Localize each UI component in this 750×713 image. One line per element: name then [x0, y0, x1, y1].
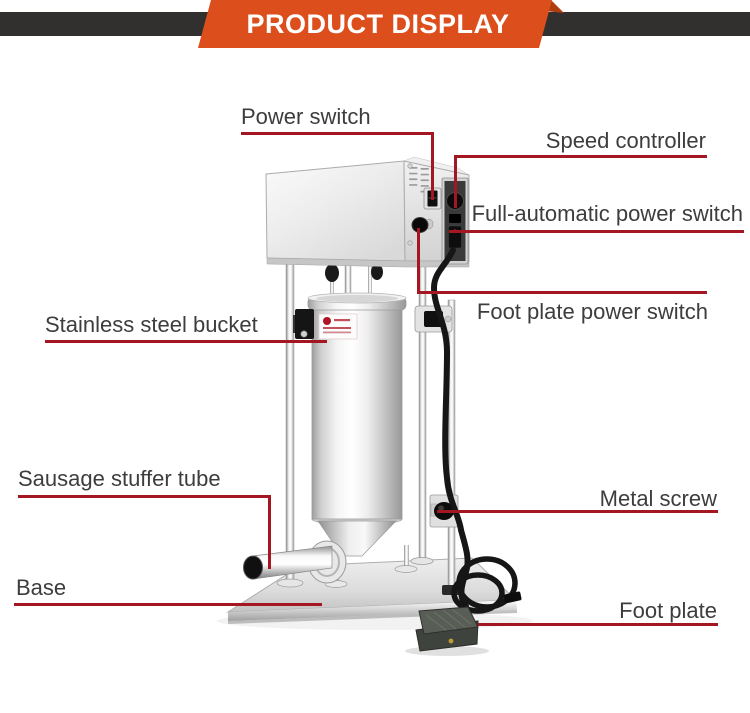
power-cable	[430, 247, 518, 614]
callout-line-power-switch-v	[431, 132, 434, 200]
banner-ribbon	[198, 0, 552, 48]
motor-box	[265, 156, 470, 268]
brand-sticker	[318, 313, 358, 340]
callout-line-metal-screw	[437, 510, 718, 513]
callout-line-stainless-bucket	[45, 340, 327, 343]
control-panel	[441, 177, 469, 265]
header-banner	[0, 0, 750, 48]
callout-line-base	[14, 603, 322, 606]
foot-plate-socket	[411, 217, 434, 233]
banner-title: PRODUCT DISPLAY	[246, 9, 510, 39]
callout-line-sausage-tube-v	[268, 495, 271, 569]
vent-slots	[409, 167, 429, 193]
callout-line-power-switch	[241, 132, 434, 135]
label-base: Base	[16, 575, 67, 600]
callout-line-sausage-tube	[18, 495, 271, 498]
foot-pedal	[405, 606, 489, 656]
label-power-switch: Power switch	[241, 104, 371, 129]
label-speed-controller: Speed controller	[545, 128, 706, 153]
callout-line-foot-plate-power	[417, 291, 707, 294]
callout-line-full-automatic	[449, 230, 744, 233]
label-stainless-steel-bucket: Stainless steel bucket	[45, 312, 258, 337]
callout-line-foot-plate	[478, 623, 718, 626]
tube-opening	[243, 555, 263, 580]
label-full-automatic-power-switch: Full-automatic power switch	[471, 201, 743, 226]
label-metal-screw: Metal screw	[599, 486, 717, 511]
pedal-screw	[448, 638, 454, 644]
label-foot-plate: Foot plate	[619, 598, 717, 623]
callout-line-foot-plate-power-v	[417, 228, 420, 294]
bucket	[293, 292, 407, 526]
callout-line-speed-controller-v	[454, 155, 457, 208]
bucket-clamp	[293, 309, 314, 339]
stuffer-tube	[243, 540, 347, 584]
callout-line-speed-controller	[454, 155, 707, 158]
label-foot-plate-power-switch: Foot plate power switch	[476, 299, 708, 324]
sticker-logo-icon	[323, 317, 331, 325]
machine-illustration	[217, 156, 533, 656]
cable-plug	[503, 591, 522, 604]
piston-rods	[325, 262, 383, 304]
label-sausage-stuffer-tube: Sausage stuffer tube	[18, 466, 221, 491]
